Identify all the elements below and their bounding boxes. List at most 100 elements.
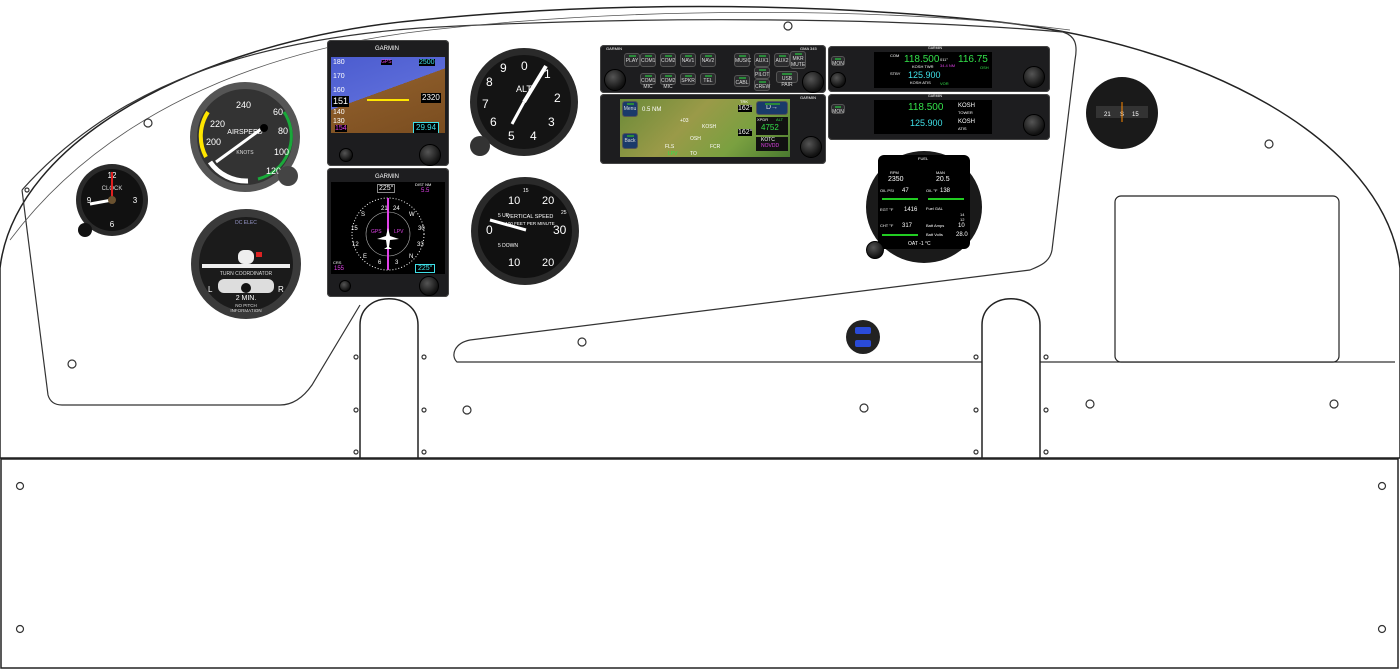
lower-panel [0, 458, 1399, 669]
com-nav-mon-button[interactable]: MON [831, 56, 845, 67]
label: 24 [393, 206, 400, 212]
label: TOWER [958, 110, 973, 115]
label: 10 [508, 195, 520, 207]
label: 200 [206, 137, 221, 147]
audio-button-play[interactable]: PLAY [624, 53, 640, 67]
label: 4 [530, 129, 537, 143]
audio-button-com1-mic[interactable]: COM1 MIC [640, 73, 656, 90]
clock-knob[interactable] [78, 223, 92, 237]
label: 9 [500, 61, 507, 75]
label: Batt Volts [926, 232, 943, 237]
label: RPM [890, 170, 899, 175]
label: 5 UP [498, 213, 510, 219]
label: 170 [333, 73, 345, 80]
audio-button-com2[interactable]: COM2 [660, 53, 676, 67]
label: CHT °F [880, 223, 894, 228]
rpm-value: 2350 [888, 176, 904, 183]
label: OAT -1 °C [908, 241, 931, 247]
audio-volume-knob[interactable] [604, 69, 626, 91]
label: KOSH ATIS [910, 80, 931, 85]
audio-button-usb-pair[interactable]: USB PAIR [776, 71, 798, 88]
pfd-altitude: 2320 [421, 93, 441, 103]
pfd-airspeed: 151 [332, 96, 350, 107]
label: COM [890, 53, 900, 58]
audio-button-tel[interactable]: TEL [700, 73, 716, 85]
audio-button-crew[interactable]: CREW [754, 79, 770, 91]
label: VOR [940, 81, 949, 86]
com-freq-knob[interactable] [1023, 114, 1045, 136]
label: 30 [553, 223, 567, 237]
audio-button-nav2[interactable]: NAV2 [700, 53, 716, 67]
label: NO PITCH [235, 303, 257, 308]
label: 162° [738, 105, 753, 112]
audio-button-aux1[interactable]: AUX1 [754, 53, 770, 67]
g5-hsi: GARMIN 225° DIST NM 5.5 21 24 W 30 33 N … [327, 168, 449, 297]
label: FLS [665, 144, 675, 150]
audio-button-spkr[interactable]: SPKR [680, 73, 696, 85]
audio-button-nav1[interactable]: NAV1 [680, 53, 696, 67]
label: 7 [482, 97, 489, 111]
audio-button-mkr-mute[interactable]: MKR MUTE [790, 51, 806, 69]
usb-charger[interactable] [846, 320, 880, 354]
engine-monitor-knob[interactable] [866, 241, 884, 259]
airspeed-indicator: 240 220 200 60 80 100 120 AIRSPEED KNOTS [190, 82, 300, 192]
com-mon-button[interactable]: MON [831, 104, 845, 115]
label: 240 [236, 100, 251, 110]
label: 100 FEET PER MINUTE [505, 221, 554, 226]
hsi-heading: 225° [377, 184, 396, 193]
gps-knob[interactable] [800, 136, 822, 158]
gps-navigator: GARMIN Menu Back 0.5 NM +03 KOSH FLS FCR… [600, 94, 826, 164]
label: 2 [554, 91, 561, 105]
com-nav-freq-knob[interactable] [1023, 66, 1045, 88]
audio-button-com2-mic[interactable]: COM2 MIC [660, 73, 676, 90]
airspeed-knob[interactable] [278, 166, 298, 186]
label: 120 [266, 166, 281, 176]
label: N [409, 254, 413, 260]
label: 14 [960, 212, 965, 217]
pfd-tas: 154 [335, 125, 347, 132]
altimeter-knob[interactable] [470, 136, 490, 156]
label: 33 [417, 242, 424, 248]
label: 9 [87, 196, 92, 205]
com-nav-volume-knob[interactable] [830, 72, 846, 88]
label: 30 [418, 226, 425, 232]
hsi-power-button[interactable] [339, 280, 351, 292]
pfd-knob[interactable] [419, 144, 441, 166]
gps-direct-to-button[interactable]: D→ [756, 101, 788, 115]
turn-coordinator: DC ELEC TURN COORDINATOR L R 2 MIN. NO P… [191, 209, 301, 319]
label: 10 [958, 223, 965, 229]
label: FCR [710, 144, 721, 150]
label: KOSH [958, 103, 976, 109]
label: GARMIN [928, 94, 942, 98]
label: OIL °F [926, 188, 938, 193]
panel-screws [15, 21, 1387, 634]
gps-back-button[interactable]: Back [622, 133, 638, 149]
label: KOSH [958, 119, 976, 125]
engine-monitor: RPM 2350 MAN 20.5 FUEL OIL PSI 47 OIL °F… [866, 151, 982, 263]
blank-cutout [1114, 195, 1340, 363]
label: 5 [508, 129, 515, 143]
label: FUEL [918, 156, 929, 161]
label: ATIS [958, 126, 967, 131]
audio-right-knob[interactable] [802, 71, 824, 93]
audio-button-cabl[interactable]: CABL [734, 75, 750, 87]
label: KNOTS [236, 150, 254, 156]
com-standby-freq: 125.900 [908, 70, 941, 80]
gps-menu-button[interactable]: Menu [622, 101, 638, 117]
pfd-power-button[interactable] [339, 148, 353, 162]
vsi-title: VERTICAL SPEED [507, 214, 554, 220]
label: 6 [110, 220, 115, 229]
audio-button-com1[interactable]: COM1 [640, 53, 656, 67]
label: 15 [1132, 112, 1139, 118]
audio-button-pilot[interactable]: PILOT [754, 67, 770, 79]
label: OIL PSI [880, 188, 894, 193]
label: Batt Amps [926, 223, 945, 228]
label: 220 [210, 119, 225, 129]
audio-button-music[interactable]: MUSIC [734, 53, 751, 67]
com-nav-screen: COM 118.500 KOSH TWR STBY 125.900 KOSH A… [874, 52, 992, 88]
audio-button-aux2[interactable]: AUX2 [774, 53, 790, 67]
label: XPDR [757, 117, 769, 122]
label: 3 [395, 260, 399, 266]
hsi-knob[interactable] [419, 276, 439, 296]
label: CRS [333, 260, 342, 265]
